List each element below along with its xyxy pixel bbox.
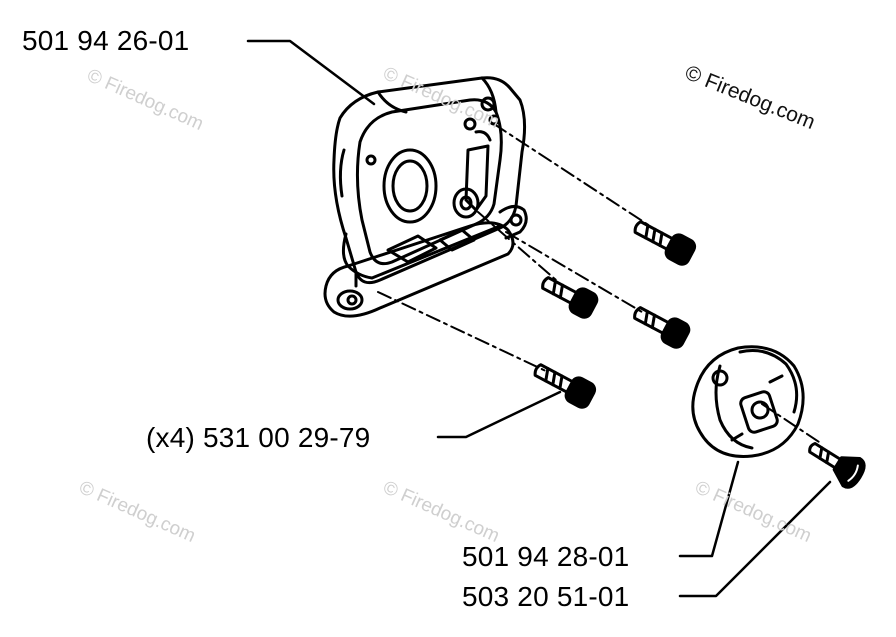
label-screws-part-number: (x4) 531 00 29-79 bbox=[146, 422, 371, 453]
clutch-cover-part bbox=[691, 345, 805, 458]
leader-lines bbox=[246, 39, 832, 598]
assembly-centerlines bbox=[377, 123, 823, 445]
label-housing-part-number: 501 94 26-01 bbox=[22, 25, 190, 56]
label-clutch-cover-part-number: 501 94 28-01 bbox=[462, 541, 630, 572]
screw-4 bbox=[533, 363, 597, 409]
screw-1 bbox=[633, 220, 697, 266]
housing-part bbox=[323, 76, 528, 318]
screw-2 bbox=[541, 276, 599, 319]
label-clutch-screw-part-number: 503 20 51-01 bbox=[462, 581, 630, 612]
clutch-screw-part bbox=[808, 442, 866, 489]
screw-3 bbox=[633, 306, 691, 349]
